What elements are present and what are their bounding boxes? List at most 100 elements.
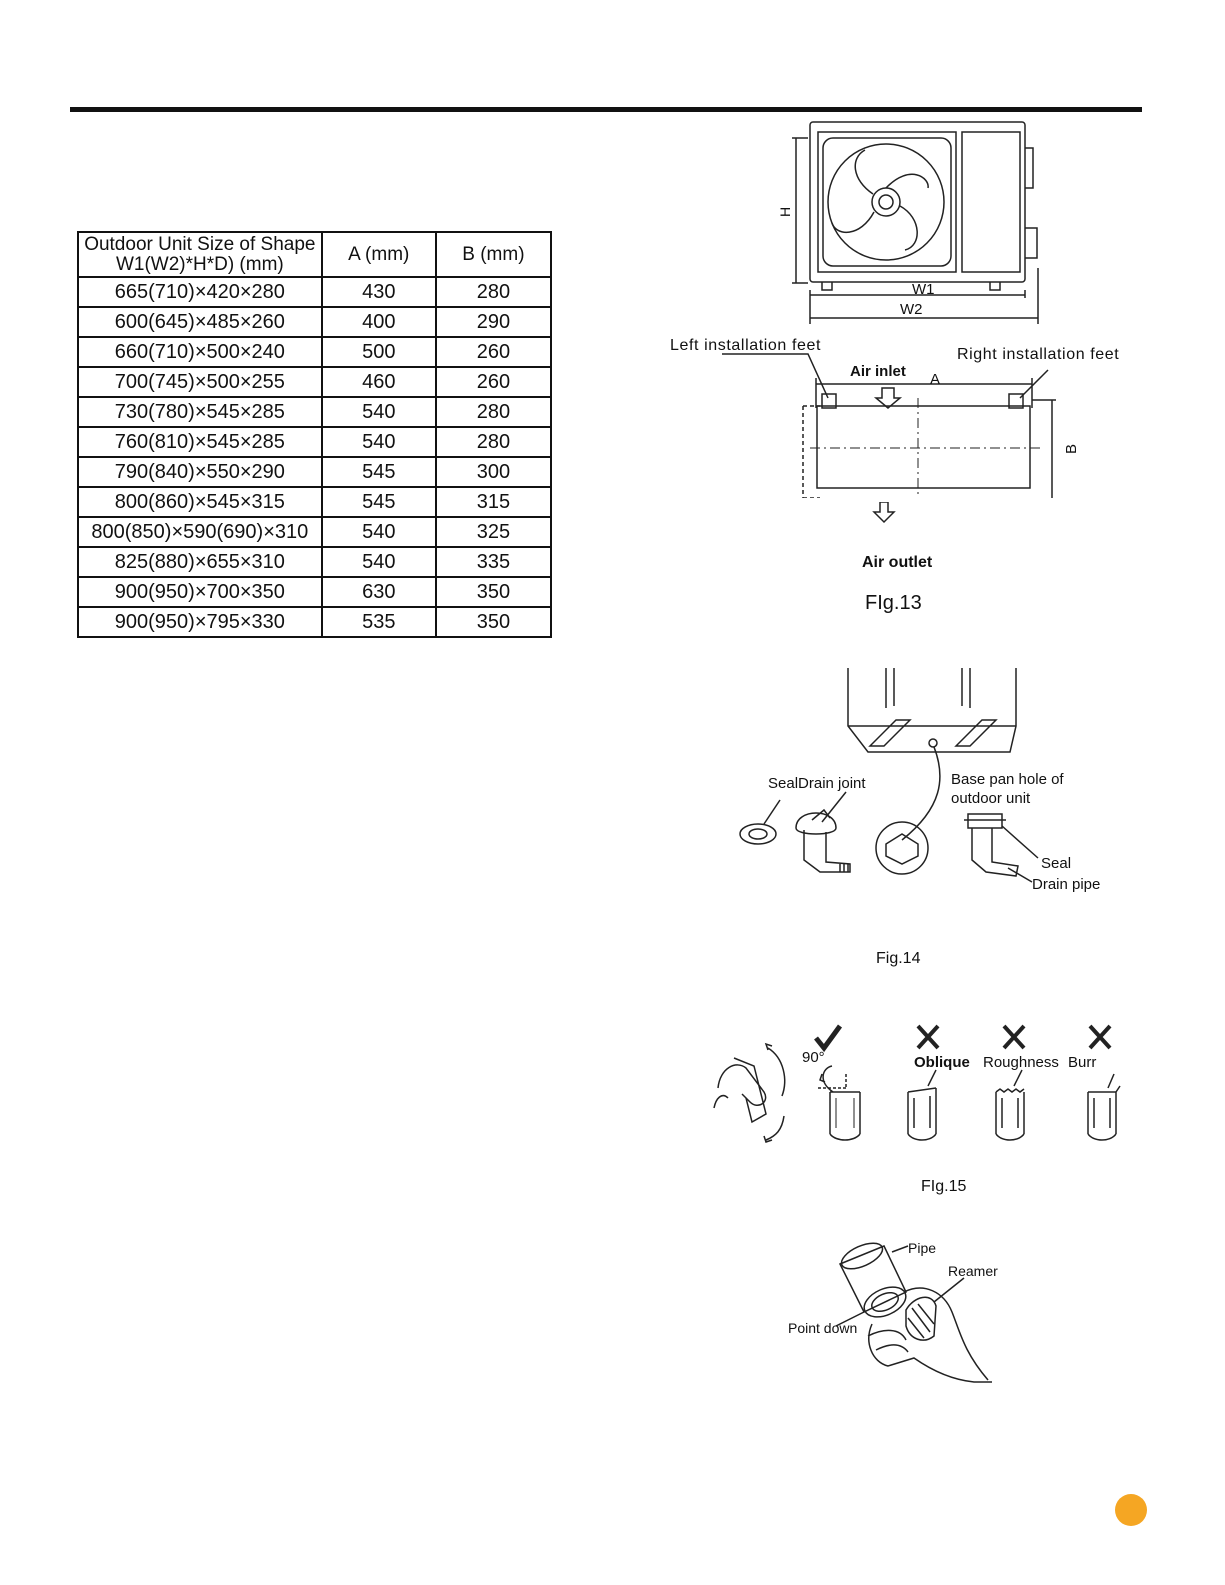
base-pan-hole-detail — [875, 821, 929, 875]
cell-b: 350 — [434, 576, 553, 608]
point-down-label: Point down — [788, 1320, 857, 1336]
air-outlet-label: Air outlet — [862, 554, 933, 571]
fig13-caption: FIg.13 — [865, 592, 922, 614]
cell-a: 630 — [320, 576, 437, 608]
drain-pipe-label: Drain pipe — [1032, 876, 1100, 893]
fan-guard — [817, 131, 957, 273]
hands — [867, 1287, 992, 1383]
dim-b-label: B — [1063, 444, 1080, 454]
cell-size: 825(880)×655×310 — [77, 546, 323, 578]
base-pan-hole — [928, 738, 938, 748]
pipe-oblique — [907, 1087, 937, 1134]
cell-size: 600(645)×485×260 — [77, 306, 323, 338]
cell-size: 800(850)×590(690)×310 — [77, 516, 323, 548]
air-inlet-arrow — [873, 387, 903, 409]
cell-a: 540 — [320, 516, 437, 548]
roughness-cross-icon — [1002, 1024, 1026, 1050]
right-feet-label: Right installation feet — [957, 346, 1119, 363]
cell-b: 350 — [434, 606, 553, 638]
dim-w2-label: W2 — [900, 301, 923, 318]
drain-joint — [795, 812, 837, 835]
cell-b: 335 — [434, 546, 553, 578]
cell-a: 540 — [320, 396, 437, 428]
cell-b: 280 — [434, 396, 553, 428]
fan-blades — [827, 143, 945, 261]
dim-w2-line — [809, 268, 1039, 324]
cell-b: 315 — [434, 486, 553, 518]
outdoor-unit-size-table: Outdoor Unit Size of Shape W1(W2)*H*D) (… — [77, 231, 553, 638]
cell-a: 535 — [320, 606, 437, 638]
fig15-caption: FIg.15 — [921, 1178, 967, 1195]
cell-b: 280 — [434, 426, 553, 458]
dim-w1-label: W1 — [912, 281, 935, 298]
fig16-reaming: Pipe Reamer Point down — [784, 1232, 1024, 1402]
outdoor-unit-front — [809, 121, 1026, 283]
oblique-cross-icon — [916, 1024, 940, 1050]
cell-b: 280 — [434, 276, 553, 308]
table-header-row: Outdoor Unit Size of Shape W1(W2)*H*D) (… — [77, 231, 553, 278]
cell-a: 460 — [320, 366, 437, 398]
air-inlet-label: Air inlet — [850, 363, 906, 380]
dim-w1-line — [809, 290, 1026, 298]
cell-a: 540 — [320, 426, 437, 458]
header-size: Outdoor Unit Size of Shape W1(W2)*H*D) (… — [77, 231, 323, 278]
base-pan-hole-label-1: Base pan hole of — [951, 771, 1064, 788]
left-feet-label: Left installation feet — [670, 337, 821, 354]
unit-plan-view — [816, 405, 1031, 489]
check-icon — [814, 1024, 843, 1053]
dim-a-line — [815, 378, 1033, 408]
dim-h-label: H — [777, 207, 793, 217]
header-a: A (mm) — [320, 231, 437, 278]
cell-size: 900(950)×700×350 — [77, 576, 323, 608]
burr-label: Burr — [1068, 1054, 1096, 1071]
air-outlet-arrow — [864, 502, 904, 526]
rotate-arrow-down — [763, 1115, 785, 1143]
cell-size: 700(745)×500×255 — [77, 366, 323, 398]
roughness-label: Roughness — [983, 1054, 1059, 1071]
seal-drain-joint-label: SealDrain joint — [768, 775, 866, 792]
cell-b: 325 — [434, 516, 553, 548]
cell-size: 790(840)×550×290 — [77, 456, 323, 488]
pipe-correct — [829, 1091, 861, 1134]
fig13-outdoor-unit-dimensions: H W1 W2 Left installation feet Right ins… — [660, 118, 1160, 498]
cell-a: 400 — [320, 306, 437, 338]
cell-size: 760(810)×545×285 — [77, 426, 323, 458]
cell-size: 665(710)×420×280 — [77, 276, 323, 308]
seal-label: Seal — [1041, 855, 1071, 872]
reamer-label: Reamer — [948, 1263, 998, 1279]
cell-b: 260 — [434, 366, 553, 398]
fig14-caption: Fig.14 — [876, 950, 921, 967]
cell-a: 545 — [320, 486, 437, 518]
cell-a: 545 — [320, 456, 437, 488]
fig15-pipe-cutting: 90° Oblique Roughness Burr — [706, 1018, 1136, 1148]
dim-a-label: A — [930, 371, 940, 388]
pipe-label: Pipe — [908, 1240, 936, 1256]
dim-h-line — [792, 137, 808, 284]
reamer-tool — [905, 1296, 937, 1341]
cell-a: 540 — [320, 546, 437, 578]
left-feet-leader — [722, 353, 829, 399]
outdoor-unit-base — [847, 668, 1017, 753]
cell-a: 430 — [320, 276, 437, 308]
assembled-joint — [964, 813, 1006, 829]
hand-cutter — [717, 1064, 767, 1106]
cell-size: 800(860)×545×315 — [77, 486, 323, 518]
right-feet-leader — [1019, 369, 1049, 399]
cell-b: 260 — [434, 336, 553, 368]
base-pan-hole-label-2: outdoor unit — [951, 790, 1031, 807]
page-marker-dot — [1115, 1494, 1147, 1526]
oblique-label: Oblique — [914, 1054, 970, 1071]
cell-b: 290 — [434, 306, 553, 338]
rotate-arrow-up — [764, 1042, 786, 1097]
burr-cross-icon — [1088, 1024, 1112, 1050]
